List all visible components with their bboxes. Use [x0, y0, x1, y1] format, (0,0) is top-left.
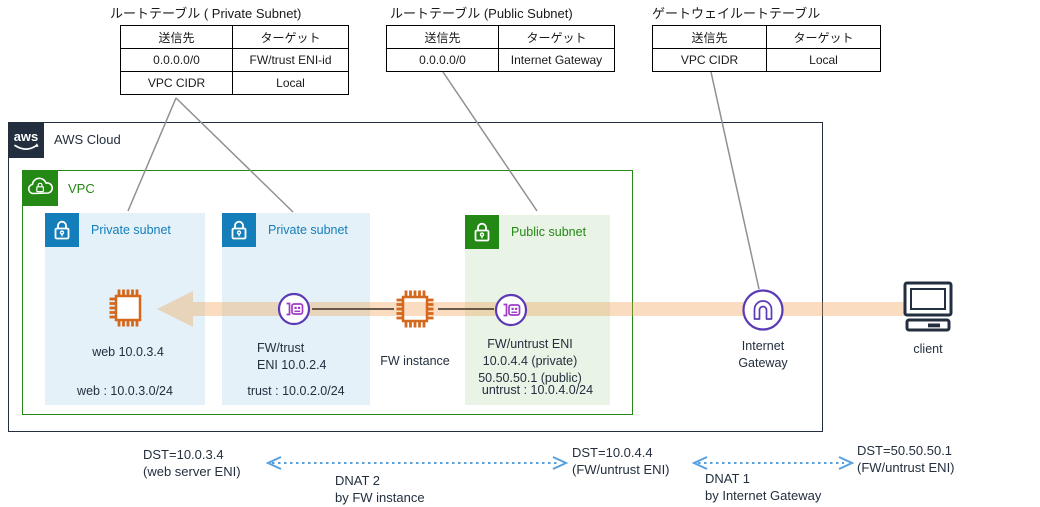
route-table-public: 送信先 ターゲット 0.0.0.0/0 Internet Gateway	[386, 25, 615, 72]
fw-untrust-eni-icon	[494, 293, 528, 332]
aws-cloud-container	[8, 122, 823, 432]
web-instance-label: web 10.0.3.4	[92, 345, 164, 359]
rt-cell: VPC CIDR	[652, 48, 767, 72]
dnat1-arrow	[691, 456, 855, 470]
client-computer-icon	[899, 279, 957, 340]
dst-web-annotation: DST=10.0.3.4 (web server ENI)	[143, 447, 241, 479]
fw-trust-eni-icon	[277, 292, 311, 331]
gateway-route-table-title: ゲートウェイルートテーブル	[652, 6, 821, 21]
untrust-subnet-cidr-label: untrust : 10.0.4.0/24	[481, 383, 594, 397]
internet-gateway-label: Internet Gateway	[738, 339, 788, 370]
client-label: client	[913, 342, 943, 356]
web-instance-icon	[106, 286, 150, 335]
fw-instance-label: FW instance	[380, 354, 450, 368]
internet-gateway-icon	[741, 288, 785, 337]
private-subnet-trust-label: Private subnet	[268, 223, 348, 237]
web-subnet-cidr-label: web : 10.0.3.0/24	[77, 384, 173, 398]
public-subnet-untrust-label: Public subnet	[511, 225, 587, 239]
dst-untrust-private-annotation: DST=10.0.4.4 (FW/untrust ENI)	[572, 445, 670, 477]
aws-cloud-icon: aws	[8, 122, 44, 163]
rt-header-target: ターゲット	[498, 25, 615, 49]
rt-cell: FW/trust ENI-id	[232, 48, 349, 72]
rt-header-destination: 送信先	[120, 25, 233, 49]
rt-cell: 0.0.0.0/0	[120, 48, 233, 72]
rt-header-target: ターゲット	[232, 25, 349, 49]
fw-untrust-eni-label: FW/untrust ENI 10.0.4.4 (private) 50.50.…	[478, 337, 582, 385]
rt-cell: VPC CIDR	[120, 71, 233, 95]
public-subnet-lock-icon	[465, 215, 499, 254]
dnat1-annotation: DNAT 1 by Internet Gateway	[705, 471, 822, 503]
rt-header-destination: 送信先	[386, 25, 499, 49]
rt-cell: Local	[232, 71, 349, 95]
svg-text:aws: aws	[14, 129, 39, 144]
vpc-container	[22, 170, 633, 415]
rt-cell: Internet Gateway	[498, 48, 615, 72]
route-table-private: 送信先 ターゲット 0.0.0.0/0 FW/trust ENI-id VPC …	[120, 25, 349, 95]
rt-cell: Local	[766, 48, 881, 72]
dnat2-annotation: DNAT 2 by FW instance	[335, 473, 425, 505]
rt-header-destination: 送信先	[652, 25, 767, 49]
gateway-route-table: 送信先 ターゲット VPC CIDR Local	[652, 25, 881, 72]
rt-header-target: ターゲット	[766, 25, 881, 49]
private-subnet-web-label: Private subnet	[91, 223, 171, 237]
private-subnet-lock-icon	[222, 213, 256, 252]
rt-cell: 0.0.0.0/0	[386, 48, 499, 72]
fw-instance-icon	[393, 287, 437, 336]
trust-subnet-cidr-label: trust : 10.0.2.0/24	[247, 384, 345, 398]
dst-untrust-public-annotation: DST=50.50.50.1 (FW/untrust ENI)	[857, 443, 955, 475]
vpc-label: VPC	[68, 181, 95, 196]
dnat2-arrow	[265, 456, 569, 470]
route-table-public-title: ルートテーブル (Public Subnet)	[390, 6, 573, 21]
private-subnet-lock-icon	[45, 213, 79, 252]
fw-trust-eni-label: FW/trust ENI 10.0.2.4	[257, 341, 327, 372]
vpc-icon	[22, 170, 58, 211]
route-table-private-title: ルートテーブル ( Private Subnet)	[110, 6, 302, 21]
aws-cloud-label: AWS Cloud	[54, 132, 121, 147]
